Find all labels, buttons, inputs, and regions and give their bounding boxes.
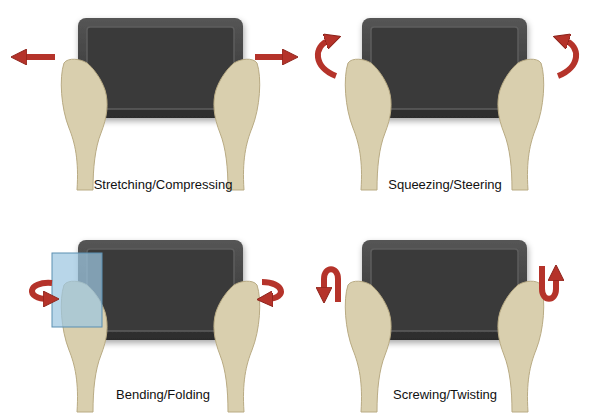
steer-arrow (318, 40, 336, 76)
tablet-with-hands (345, 18, 543, 190)
twist-arrow (542, 266, 556, 299)
bend-arrow (32, 283, 52, 299)
bend-overlay (52, 253, 102, 327)
tablet-with-hands (61, 18, 259, 190)
panel-caption: Squeezing/Steering (388, 177, 501, 192)
panel-caption: Bending/Folding (116, 387, 210, 402)
panel-caption: Screwing/Twisting (393, 387, 497, 402)
steer-arrow (558, 40, 576, 76)
panel-caption: Stretching/Compressing (94, 177, 233, 192)
stretch-arrow (255, 54, 287, 60)
stretch-arrow (22, 54, 55, 60)
twist-arrow (324, 269, 338, 302)
tablet-with-hands (345, 240, 543, 412)
bend-arrow (262, 282, 281, 299)
